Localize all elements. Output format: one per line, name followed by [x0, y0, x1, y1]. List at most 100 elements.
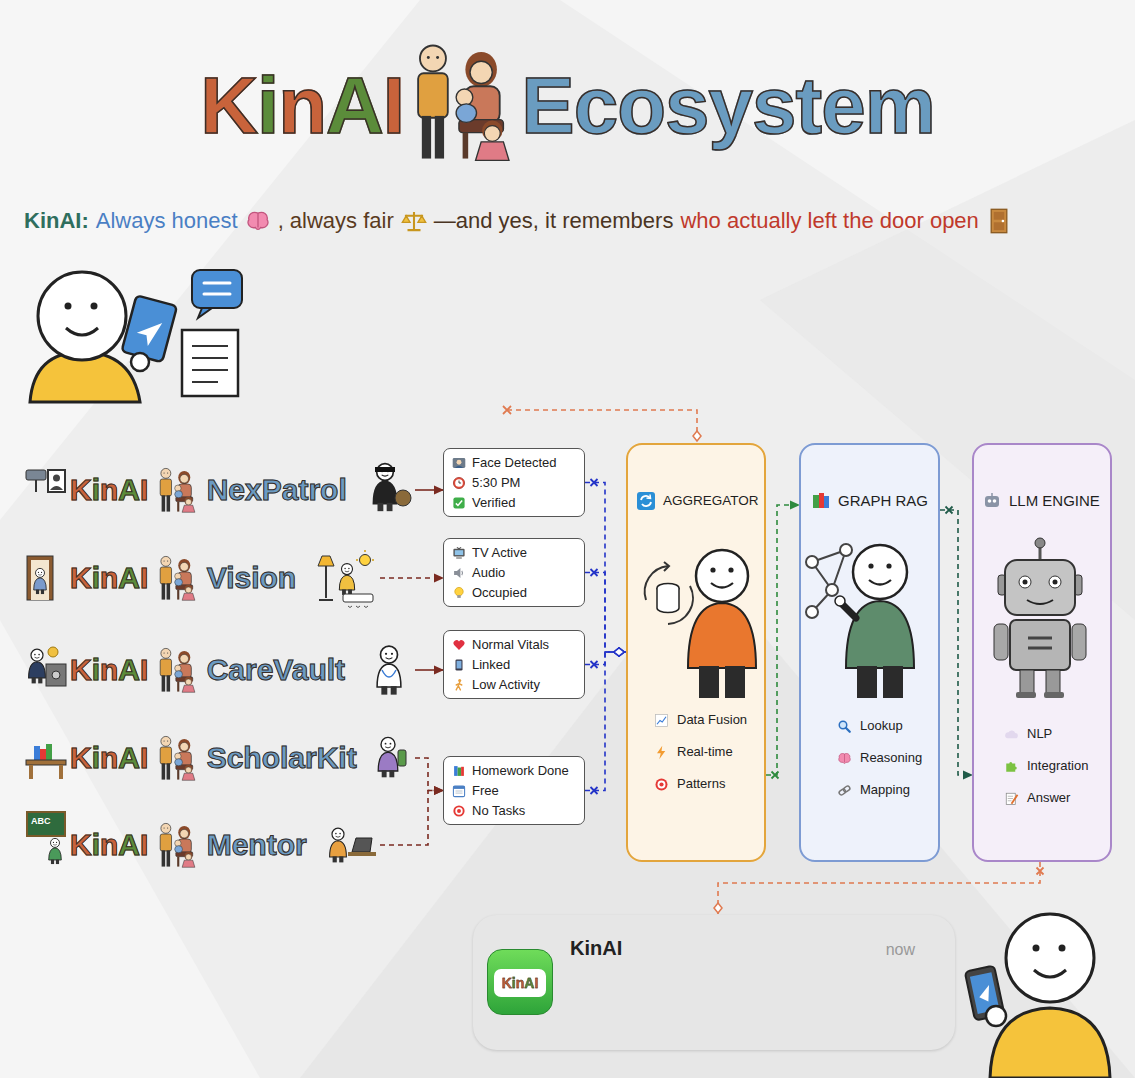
- vision-figure-part: [348, 606, 368, 608]
- scholarkit-figure: [26, 737, 406, 779]
- status-text: Verified: [472, 495, 515, 511]
- llm-robot-part: [1020, 670, 1034, 694]
- feature-row: Answer: [1004, 782, 1107, 814]
- user-with-tablet-part: [204, 283, 230, 294]
- mentor-figure-part: [348, 852, 376, 856]
- status-box: Face Detected5:30 PMVerified: [443, 448, 585, 517]
- panel-title: GRAPH RAG: [838, 491, 928, 511]
- user-with-tablet-part: [198, 308, 212, 318]
- icon-use: [453, 547, 464, 558]
- icon-chain: [837, 783, 852, 798]
- status-row: TV Active: [452, 543, 576, 563]
- vision-figure-part: [343, 594, 373, 602]
- product-name: KinAI Vision: [70, 560, 296, 596]
- icon-check: [452, 496, 466, 510]
- vision-figure-part: [34, 568, 47, 594]
- status-text: No Tasks: [472, 803, 525, 819]
- icon-walk: [452, 678, 466, 692]
- stage-panel: LLM ENGINENLPIntegrationAnswer: [972, 443, 1112, 862]
- llm-robot-part: [1027, 600, 1053, 604]
- user-with-tablet-part: [122, 295, 178, 362]
- icon-use: [402, 212, 425, 230]
- vision-figure: [27, 550, 374, 608]
- product-node: KinAI Vision: [25, 553, 380, 603]
- connector: [380, 577, 443, 579]
- aggregator-person-part: [699, 666, 719, 698]
- status-text: Audio: [472, 565, 505, 581]
- connector: [415, 489, 443, 491]
- graph-rag-person-part: [883, 666, 903, 698]
- connector: [940, 510, 972, 775]
- status-row: Verified: [452, 493, 576, 513]
- connector: [766, 505, 799, 775]
- product-node: KinAI ScholarKit: [25, 733, 415, 783]
- tagline-text: —and yes, it remembers: [434, 206, 674, 236]
- llm-robot: [994, 538, 1086, 698]
- nexpatrol-figure-part: [373, 464, 396, 512]
- connector: [585, 483, 626, 653]
- icon-use: [813, 493, 829, 508]
- user-with-phone-part: [1033, 945, 1040, 952]
- vision-figure-part: [318, 556, 334, 566]
- icon-cal: [452, 784, 466, 798]
- icon-use: [1006, 762, 1017, 772]
- nexpatrol-figure-part: [50, 486, 63, 490]
- status-text: Occupied: [472, 585, 527, 601]
- icon-use: [839, 721, 850, 732]
- mentor-figure: [27, 812, 376, 864]
- aggregator-person-part: [664, 562, 669, 571]
- graph-rag-person-part: [842, 604, 856, 618]
- status-text: Low Activity: [472, 677, 540, 693]
- user-with-tablet-part: [192, 270, 242, 308]
- product-name: KinAI Mentor: [70, 827, 307, 863]
- llm-robot-part: [1023, 580, 1028, 585]
- carevault-figure-part: [52, 671, 60, 679]
- status-text: Linked: [472, 657, 510, 673]
- graph-rag-person: [806, 544, 914, 698]
- llm-robot-part: [1044, 692, 1064, 698]
- tagline-text: Always honest: [96, 206, 238, 236]
- aggregator-person-part: [657, 588, 679, 613]
- scholarkit-figure-part: [46, 744, 52, 760]
- panel-header: AGGREGATOR: [636, 491, 761, 511]
- aggregator-person-part: [696, 550, 748, 602]
- llm-robot-part: [1016, 692, 1036, 698]
- icon-bulb: [452, 586, 466, 600]
- user-with-phone-part: [990, 1008, 1110, 1078]
- status-row: Face Detected: [452, 453, 576, 473]
- panel-header: LLM ENGINE: [982, 491, 1107, 511]
- icon-heart: [452, 638, 466, 652]
- stage-panel: GRAPH RAG LookupReasoningMapping: [799, 443, 940, 862]
- tagline-text: KinAI:: [24, 206, 89, 236]
- icon-use: [838, 785, 850, 796]
- panel-fill-part: [626, 443, 766, 862]
- carevault-figure-part: [377, 646, 401, 694]
- feature-text: Answer: [1027, 790, 1070, 806]
- mentor-figure-part: [49, 838, 62, 864]
- user-with-tablet-part: [131, 353, 149, 371]
- product-name: KinAI ScholarKit: [70, 740, 357, 776]
- status-box: TV ActiveAudioOccupied: [443, 538, 585, 607]
- user-with-tablet: [30, 270, 242, 402]
- icon-tv: [452, 546, 466, 560]
- scholarkit-figure-part: [59, 765, 63, 779]
- icon-brain: [245, 208, 271, 234]
- icon-chart: [654, 713, 669, 728]
- panel-title: LLM ENGINE: [1009, 491, 1100, 511]
- llm-robot-part: [994, 624, 1008, 660]
- vision-figure-part: [31, 560, 49, 600]
- vision-figure-part: [319, 566, 333, 600]
- panel-features: LookupReasoningMapping: [837, 710, 935, 806]
- connector: [718, 862, 1040, 915]
- carevault-figure-part: [382, 670, 396, 677]
- status-text: Free: [472, 783, 499, 799]
- icon-target: [654, 777, 669, 792]
- vision-figure-part: [356, 550, 374, 560]
- status-row: Linked: [452, 655, 576, 675]
- product-node: KinAI CareVault: [25, 645, 415, 695]
- icon-use: [839, 753, 850, 763]
- icon-brain: [837, 751, 852, 766]
- stage-panel: AGGREGATORData FusionReal-timePatterns: [626, 443, 766, 862]
- icon-memo: [1004, 791, 1019, 806]
- status-row: Free: [452, 781, 576, 801]
